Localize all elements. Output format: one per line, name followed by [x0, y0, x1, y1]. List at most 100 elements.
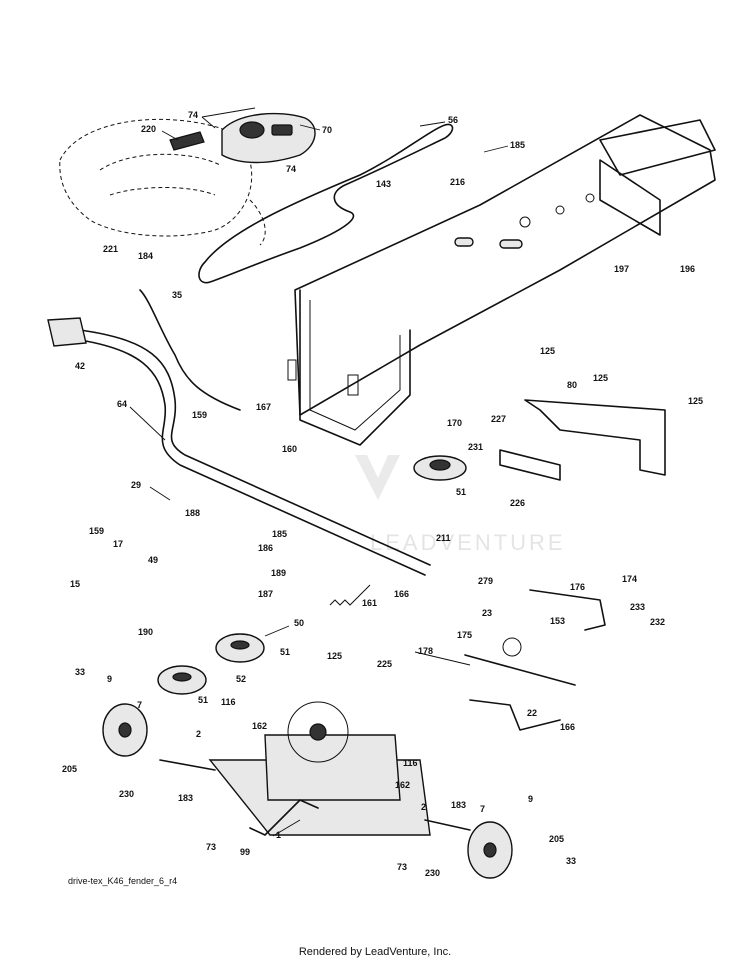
- callout-174: 174: [622, 574, 637, 584]
- callout-73: 73: [206, 842, 216, 852]
- callout-176: 176: [570, 582, 585, 592]
- frame: [287, 114, 716, 446]
- callout-125: 125: [540, 346, 555, 356]
- callout-183: 183: [178, 793, 193, 803]
- callout-185: 185: [272, 529, 287, 539]
- callout-225: 225: [377, 659, 392, 669]
- transaxle: [159, 701, 471, 836]
- callout-73: 73: [397, 862, 407, 872]
- callout-74: 74: [188, 110, 198, 120]
- watermark-text: LEADVENTURE: [370, 530, 566, 555]
- drive-belt: [198, 123, 454, 284]
- rod-99: [249, 799, 319, 836]
- callout-51: 51: [456, 487, 466, 497]
- leader-lines: [129, 107, 509, 837]
- callout-125: 125: [688, 396, 703, 406]
- callout-9: 9: [528, 794, 533, 804]
- callout-35: 35: [172, 290, 182, 300]
- callout-233: 233: [630, 602, 645, 612]
- callout-189: 189: [271, 568, 286, 578]
- callout-167: 167: [256, 402, 271, 412]
- callout-2: 2: [421, 802, 426, 812]
- callout-50: 50: [294, 618, 304, 628]
- callout-52: 52: [236, 674, 246, 684]
- callout-70: 70: [322, 125, 332, 135]
- callout-51: 51: [198, 695, 208, 705]
- callout-183: 183: [451, 800, 466, 810]
- callout-221: 221: [103, 244, 118, 254]
- callout-205: 205: [549, 834, 564, 844]
- callout-22: 22: [527, 708, 537, 718]
- callout-220: 220: [141, 124, 156, 134]
- pedal-shaft: [47, 289, 431, 576]
- watermark: LEADVENTURE: [355, 455, 566, 555]
- callout-125: 125: [593, 373, 608, 383]
- callout-7: 7: [480, 804, 485, 814]
- callout-49: 49: [148, 555, 158, 565]
- callout-2: 2: [196, 729, 201, 739]
- callout-159: 159: [192, 410, 207, 420]
- callout-196: 196: [680, 264, 695, 274]
- spring-161: [329, 584, 371, 606]
- callout-74: 74: [286, 164, 296, 174]
- callout-216: 216: [450, 177, 465, 187]
- callout-23: 23: [482, 608, 492, 618]
- callout-161: 161: [362, 598, 377, 608]
- callout-153: 153: [550, 616, 565, 626]
- callout-17: 17: [113, 539, 123, 549]
- callout-7: 7: [137, 700, 142, 710]
- callout-159: 159: [89, 526, 104, 536]
- callout-232: 232: [650, 617, 665, 627]
- callout-178: 178: [418, 646, 433, 656]
- callout-143: 143: [376, 179, 391, 189]
- callout-190: 190: [138, 627, 153, 637]
- callout-116: 116: [403, 758, 418, 768]
- idler-pulley-231: [413, 455, 467, 481]
- pulley-52: [157, 665, 207, 695]
- callout-80: 80: [567, 380, 577, 390]
- pulley-50: [215, 633, 265, 663]
- callout-160: 160: [282, 444, 297, 454]
- callout-279: 279: [478, 576, 493, 586]
- callout-9: 9: [107, 674, 112, 684]
- callout-116: 116: [221, 697, 236, 707]
- callout-33: 33: [75, 667, 85, 677]
- callout-231: 231: [468, 442, 483, 452]
- callout-166: 166: [394, 589, 409, 599]
- callout-51: 51: [280, 647, 290, 657]
- callout-56: 56: [448, 115, 458, 125]
- callout-99: 99: [240, 847, 250, 857]
- callout-labels: 74 220 70 74 56 185 143 216 221 184 35 4…: [62, 110, 703, 878]
- callout-64: 64: [117, 399, 127, 409]
- callout-162: 162: [252, 721, 267, 731]
- hub-left: [102, 703, 148, 757]
- callout-205: 205: [62, 764, 77, 774]
- console-part-70: [221, 112, 316, 164]
- bypass-rod: [464, 589, 606, 731]
- callout-1: 1: [276, 830, 281, 840]
- hub-right: [467, 821, 513, 879]
- callout-226: 226: [510, 498, 525, 508]
- callout-15: 15: [70, 579, 80, 589]
- callout-188: 188: [185, 508, 200, 518]
- callout-29: 29: [131, 480, 141, 490]
- diagram-caption: drive-tex_K46_fender_6_r4: [68, 876, 178, 886]
- callout-197: 197: [614, 264, 629, 274]
- callout-166: 166: [560, 722, 575, 732]
- callout-33: 33: [566, 856, 576, 866]
- callout-184: 184: [138, 251, 153, 261]
- callout-227: 227: [491, 414, 506, 424]
- callout-170: 170: [447, 418, 462, 428]
- callout-211: 211: [436, 533, 451, 543]
- callout-186: 186: [258, 543, 273, 553]
- callout-230: 230: [119, 789, 134, 799]
- callout-187: 187: [258, 589, 273, 599]
- callout-125: 125: [327, 651, 342, 661]
- callout-162: 162: [395, 780, 410, 790]
- callout-185: 185: [510, 140, 525, 150]
- callout-230: 230: [425, 868, 440, 878]
- callout-42: 42: [75, 361, 85, 371]
- callout-175: 175: [457, 630, 472, 640]
- fender: [59, 118, 266, 246]
